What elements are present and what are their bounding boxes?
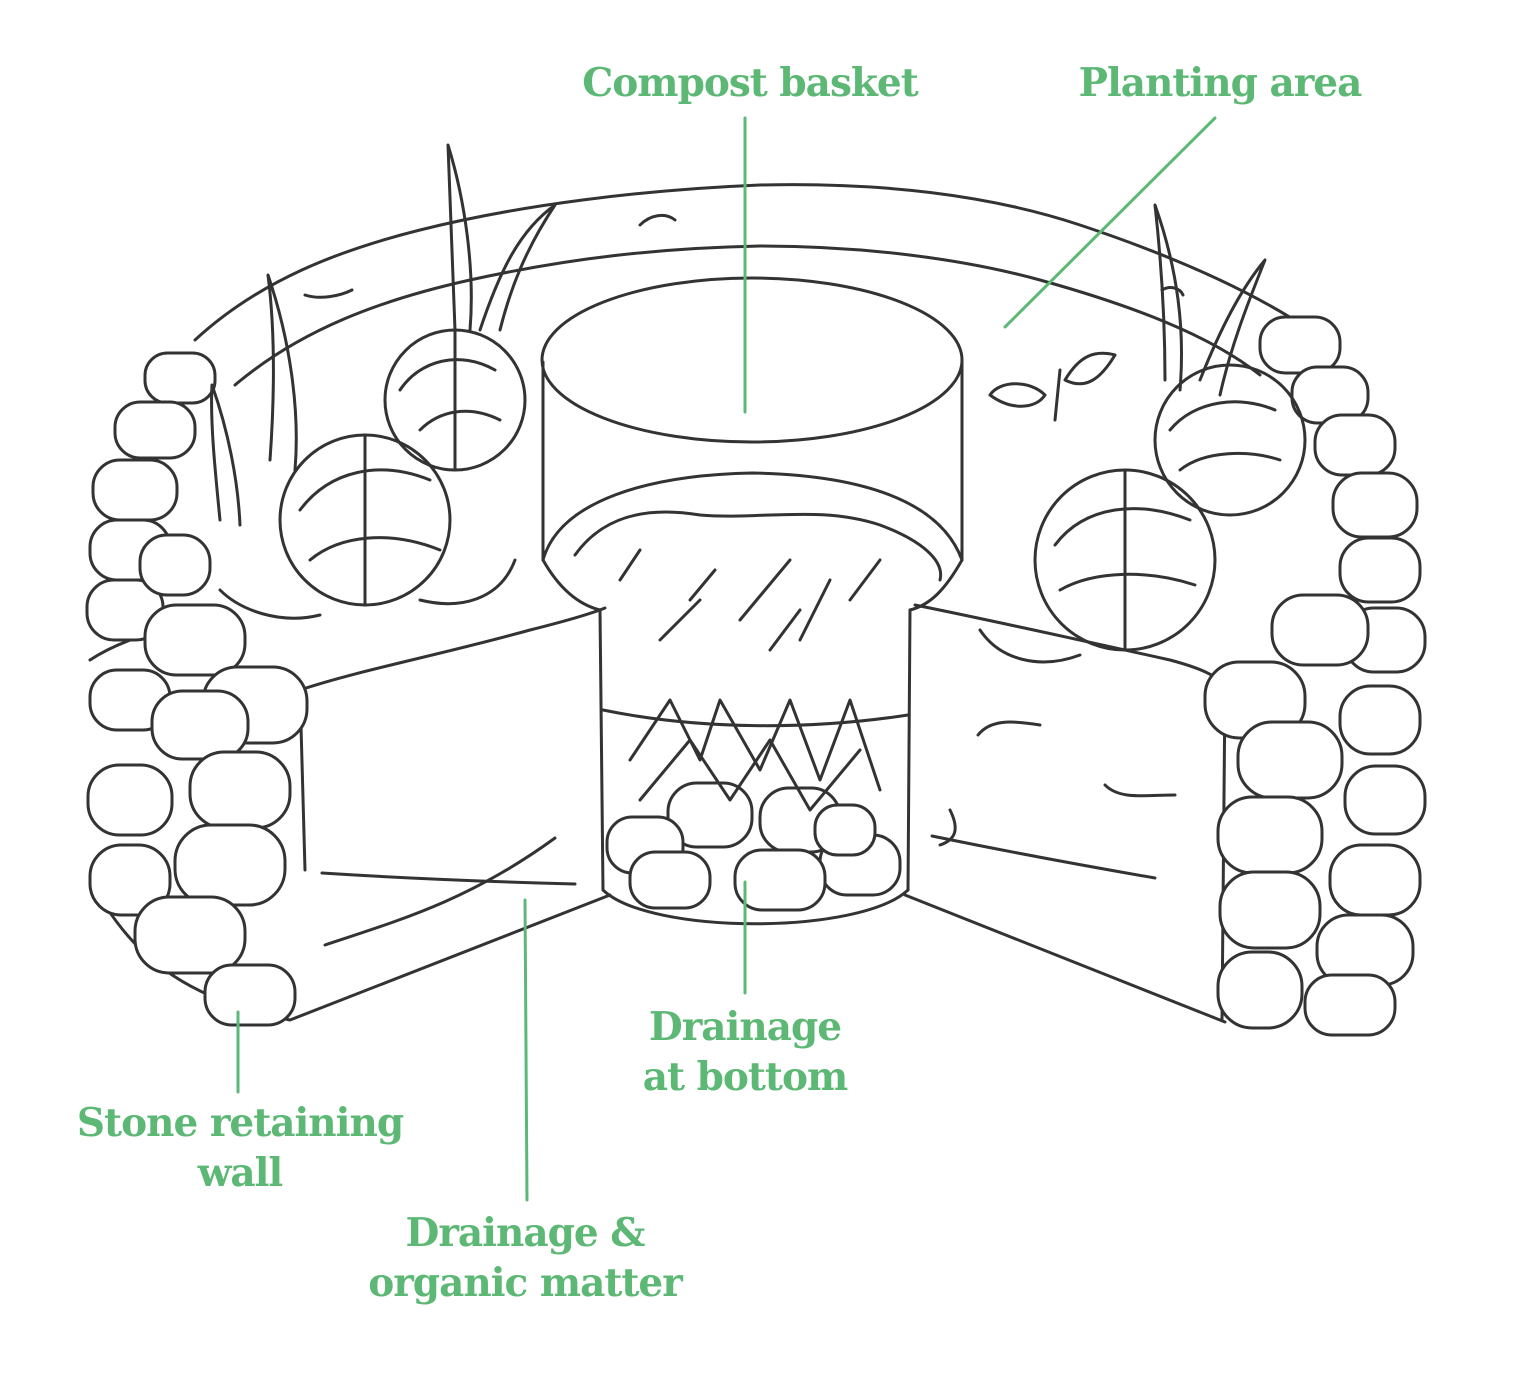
label-stone-wall: Stone retaining wall bbox=[76, 1100, 404, 1196]
wall-stone bbox=[1258, 315, 1342, 375]
wall-stone bbox=[150, 689, 250, 761]
soil-marks bbox=[303, 213, 1185, 299]
wall-stone bbox=[188, 750, 292, 830]
drainage-rock bbox=[813, 803, 877, 857]
wall-stone bbox=[173, 823, 287, 907]
label-drainage-organic: Drainage & organic matter bbox=[368, 1210, 683, 1306]
wall-stone bbox=[1331, 471, 1419, 539]
wall-stone bbox=[1338, 684, 1422, 756]
wall-stone bbox=[1343, 764, 1427, 836]
wall-stone bbox=[143, 603, 247, 677]
label-drainage-bottom: Drainage at bottom bbox=[642, 1004, 848, 1100]
plants-right bbox=[978, 203, 1307, 664]
label-planting-area: Planting area bbox=[1078, 60, 1363, 106]
drainage-rock bbox=[733, 848, 827, 912]
leader-line bbox=[523, 898, 529, 1202]
wall-stone bbox=[1313, 413, 1397, 477]
wall-stone bbox=[1216, 950, 1304, 1030]
soil-sticks bbox=[320, 720, 1177, 947]
compost-basket bbox=[540, 276, 964, 926]
wall-stone bbox=[1303, 973, 1397, 1037]
leader-line bbox=[1003, 116, 1217, 329]
stone-retaining-wall-right bbox=[1203, 315, 1427, 1037]
wall-stone bbox=[133, 895, 247, 975]
wall-stone bbox=[138, 533, 212, 597]
wall-stone bbox=[86, 763, 174, 837]
wall-stone bbox=[1218, 870, 1322, 950]
plants-left bbox=[210, 143, 557, 620]
leader-lines bbox=[236, 116, 1217, 1202]
stone-retaining-wall-left bbox=[85, 351, 309, 1027]
drainage-rock bbox=[628, 850, 712, 910]
label-compost-basket: Compost basket bbox=[582, 60, 919, 106]
wall-stone bbox=[88, 843, 172, 917]
basket-drainage-rocks bbox=[605, 781, 902, 912]
wall-stone bbox=[203, 963, 297, 1027]
wall-stone bbox=[113, 400, 197, 460]
wall-stone bbox=[143, 351, 217, 405]
wall-stone bbox=[1328, 843, 1422, 917]
wall-stone bbox=[1236, 720, 1344, 800]
wall-stone bbox=[91, 458, 179, 522]
wall-stone bbox=[1338, 536, 1422, 604]
wall-stone bbox=[1216, 795, 1324, 875]
wall-stone bbox=[1270, 593, 1370, 667]
basket-roots bbox=[628, 698, 882, 812]
